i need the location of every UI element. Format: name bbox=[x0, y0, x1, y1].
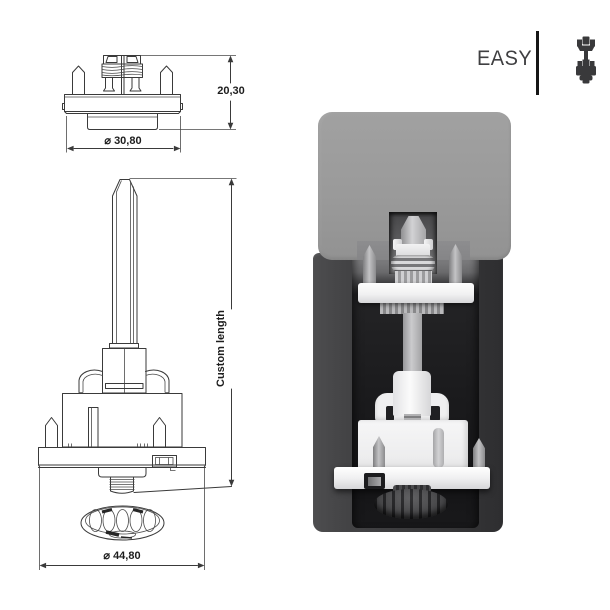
stem-collar bbox=[393, 371, 431, 416]
yoke-gap-right bbox=[430, 406, 440, 421]
divider bbox=[536, 31, 539, 95]
body-slot bbox=[433, 428, 444, 468]
top-view-drawing bbox=[62, 55, 236, 153]
base-notch-insert bbox=[368, 477, 381, 486]
dimension-custom-length-label: Custom length bbox=[215, 310, 227, 387]
retainer-spring bbox=[391, 255, 435, 272]
cartridge-upper-flange bbox=[358, 283, 474, 303]
body-pin-right bbox=[473, 438, 485, 472]
cartridge-silhouette-icon bbox=[576, 36, 596, 84]
series-name-label: EASY bbox=[477, 47, 533, 70]
ribbed-bushing bbox=[380, 303, 444, 314]
knurled-knob-ribs bbox=[374, 489, 448, 519]
yoke-gap-left bbox=[386, 406, 394, 421]
mounting-pin-top-right bbox=[449, 244, 462, 284]
front-view-drawing bbox=[38, 178, 237, 570]
body-pin-left bbox=[373, 436, 385, 473]
dimension-diameter-top-label: ⌀ 30,80 bbox=[104, 135, 142, 147]
dimension-height-label: 20,30 bbox=[217, 85, 245, 97]
spline-collar bbox=[395, 271, 432, 284]
cartridge-cap bbox=[396, 244, 430, 257]
dimension-diameter-bottom-label: ⌀ 44,80 bbox=[103, 550, 141, 562]
mounting-pin-top-left bbox=[363, 245, 376, 284]
cartridge-stem bbox=[403, 313, 422, 375]
